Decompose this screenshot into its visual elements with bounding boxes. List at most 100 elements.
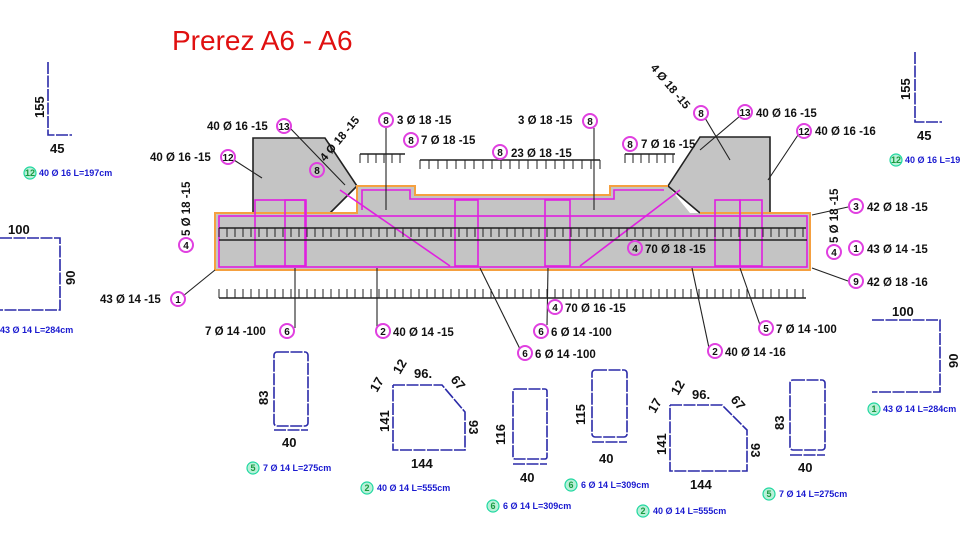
stirrup xyxy=(739,199,763,267)
svg-text:45: 45 xyxy=(50,141,64,156)
svg-text:2: 2 xyxy=(380,327,386,338)
callout-4-left-vertical: 5 Ø 18 -15 4 xyxy=(178,181,194,253)
svg-text:1: 1 xyxy=(175,295,181,306)
svg-text:70 Ø 16 -15: 70 Ø 16 -15 xyxy=(565,303,626,315)
drawing-title: Prerez A6 - A6 xyxy=(172,25,353,56)
svg-text:8: 8 xyxy=(314,166,320,177)
svg-text:5: 5 xyxy=(766,489,771,499)
svg-text:12: 12 xyxy=(222,153,234,164)
bar-shape-2-right: 12 96. 67 141 93 144 17 2 40 Ø 14 L=555c… xyxy=(636,377,763,518)
svg-text:8: 8 xyxy=(698,109,704,120)
svg-text:115: 115 xyxy=(573,404,588,425)
svg-text:6: 6 xyxy=(522,349,528,360)
bar-shape-12-right: 155 45 12 40 Ø 16 L=197cm xyxy=(889,52,960,167)
svg-text:2: 2 xyxy=(640,506,645,516)
stirrup xyxy=(544,199,571,267)
svg-text:4: 4 xyxy=(831,248,837,259)
svg-text:40: 40 xyxy=(520,470,534,485)
svg-text:2: 2 xyxy=(712,347,718,358)
svg-text:40: 40 xyxy=(599,451,613,466)
svg-text:6 Ø 14 -100: 6 Ø 14 -100 xyxy=(551,327,612,339)
callout-1-right: 1 43 Ø 14 -15 xyxy=(848,240,928,256)
svg-text:40 Ø 14 L=555cm: 40 Ø 14 L=555cm xyxy=(377,483,450,493)
svg-text:13: 13 xyxy=(739,108,751,119)
svg-text:144: 144 xyxy=(411,456,433,471)
svg-text:96.: 96. xyxy=(414,366,432,381)
svg-text:5: 5 xyxy=(250,463,255,473)
stirrup xyxy=(454,199,479,267)
svg-text:40 Ø 14 -16: 40 Ø 14 -16 xyxy=(725,347,786,359)
svg-text:12: 12 xyxy=(798,127,810,138)
svg-text:13: 13 xyxy=(278,122,290,133)
svg-text:4: 4 xyxy=(183,241,189,252)
svg-text:40 Ø 14 L=555cm: 40 Ø 14 L=555cm xyxy=(653,506,726,516)
svg-text:5 Ø 18 -15: 5 Ø 18 -15 xyxy=(181,181,193,236)
svg-text:4 Ø 18 -15: 4 Ø 18 -15 xyxy=(648,62,693,112)
left-haunch xyxy=(253,138,357,213)
svg-text:43 Ø 14 L=284cm: 43 Ø 14 L=284cm xyxy=(0,325,73,335)
svg-text:42 Ø 18 -16: 42 Ø 18 -16 xyxy=(867,277,928,289)
svg-text:43 Ø 14 -15: 43 Ø 14 -15 xyxy=(100,294,161,306)
svg-text:17: 17 xyxy=(367,374,387,394)
svg-text:12: 12 xyxy=(668,377,688,397)
svg-text:1: 1 xyxy=(853,244,859,255)
svg-text:40 Ø 14 -15: 40 Ø 14 -15 xyxy=(393,327,454,339)
svg-text:4: 4 xyxy=(632,244,638,255)
callout-9: 9 42 Ø 18 -16 xyxy=(848,273,928,289)
svg-text:40 Ø 16 -15: 40 Ø 16 -15 xyxy=(150,152,211,164)
bar-shape-12-left: 155 45 12 40 Ø 16 L=197cm xyxy=(23,62,112,180)
svg-text:5: 5 xyxy=(763,324,769,335)
svg-text:8: 8 xyxy=(383,116,389,127)
svg-text:12: 12 xyxy=(891,155,901,165)
svg-text:7 Ø 16 -15: 7 Ø 16 -15 xyxy=(641,139,696,151)
callout-12-left: 40 Ø 16 -15 12 xyxy=(150,149,236,165)
callout-2-left: 2 40 Ø 14 -15 xyxy=(375,323,454,339)
svg-text:2: 2 xyxy=(364,483,369,493)
svg-text:8: 8 xyxy=(627,140,633,151)
svg-text:7 Ø 14 -100: 7 Ø 14 -100 xyxy=(776,324,837,336)
callout-12-right: 12 40 Ø 16 -16 xyxy=(796,123,876,139)
svg-text:90: 90 xyxy=(63,271,78,285)
svg-text:8: 8 xyxy=(587,117,593,128)
svg-text:7 Ø 18 -15: 7 Ø 18 -15 xyxy=(421,135,476,147)
svg-text:12: 12 xyxy=(25,168,35,178)
svg-text:40 Ø 16 L=197cm: 40 Ø 16 L=197cm xyxy=(905,155,960,165)
svg-text:1: 1 xyxy=(871,404,876,414)
svg-text:67: 67 xyxy=(448,372,469,393)
leader-lines xyxy=(182,115,849,350)
bar-shape-5-right: 83 40 5 7 Ø 14 L=275cm xyxy=(762,379,847,501)
callout-2-right: 2 40 Ø 14 -16 xyxy=(707,343,786,359)
bar-shape-6-a: 116 40 6 6 Ø 14 L=309cm xyxy=(486,388,571,513)
svg-text:43 Ø 14 -15: 43 Ø 14 -15 xyxy=(867,244,928,256)
svg-text:40 Ø 16 -16: 40 Ø 16 -16 xyxy=(815,126,876,138)
bar-shape-5-left: 83 40 5 7 Ø 14 L=275cm xyxy=(246,351,331,475)
svg-text:141: 141 xyxy=(654,433,669,455)
svg-text:155: 155 xyxy=(32,96,47,118)
svg-text:40: 40 xyxy=(798,460,812,475)
bar-shape-2-left: 12 96. 67 141 93 144 17 2 40 Ø 14 L=555c… xyxy=(360,356,481,495)
svg-text:7 Ø 14 L=275cm: 7 Ø 14 L=275cm xyxy=(263,463,331,473)
svg-text:3: 3 xyxy=(853,202,859,213)
svg-text:6: 6 xyxy=(284,327,290,338)
svg-text:90: 90 xyxy=(946,354,960,368)
svg-text:43 Ø 14 L=284cm: 43 Ø 14 L=284cm xyxy=(883,404,956,414)
svg-text:40 Ø 16 -15: 40 Ø 16 -15 xyxy=(207,121,268,133)
svg-text:141: 141 xyxy=(377,410,392,432)
svg-text:8: 8 xyxy=(497,148,503,159)
callout-8-right-diagonal: 4 Ø 18 -15 8 xyxy=(648,62,709,121)
svg-text:12: 12 xyxy=(390,356,410,376)
svg-text:93: 93 xyxy=(466,420,481,434)
svg-text:9: 9 xyxy=(853,277,859,288)
svg-text:100: 100 xyxy=(8,222,30,237)
svg-text:45: 45 xyxy=(917,128,931,143)
bar-shape-1-left: 100 90 43 Ø 14 L=284cm xyxy=(0,222,78,335)
callout-4-right-vertical: 5 Ø 18 -154 xyxy=(826,188,842,260)
